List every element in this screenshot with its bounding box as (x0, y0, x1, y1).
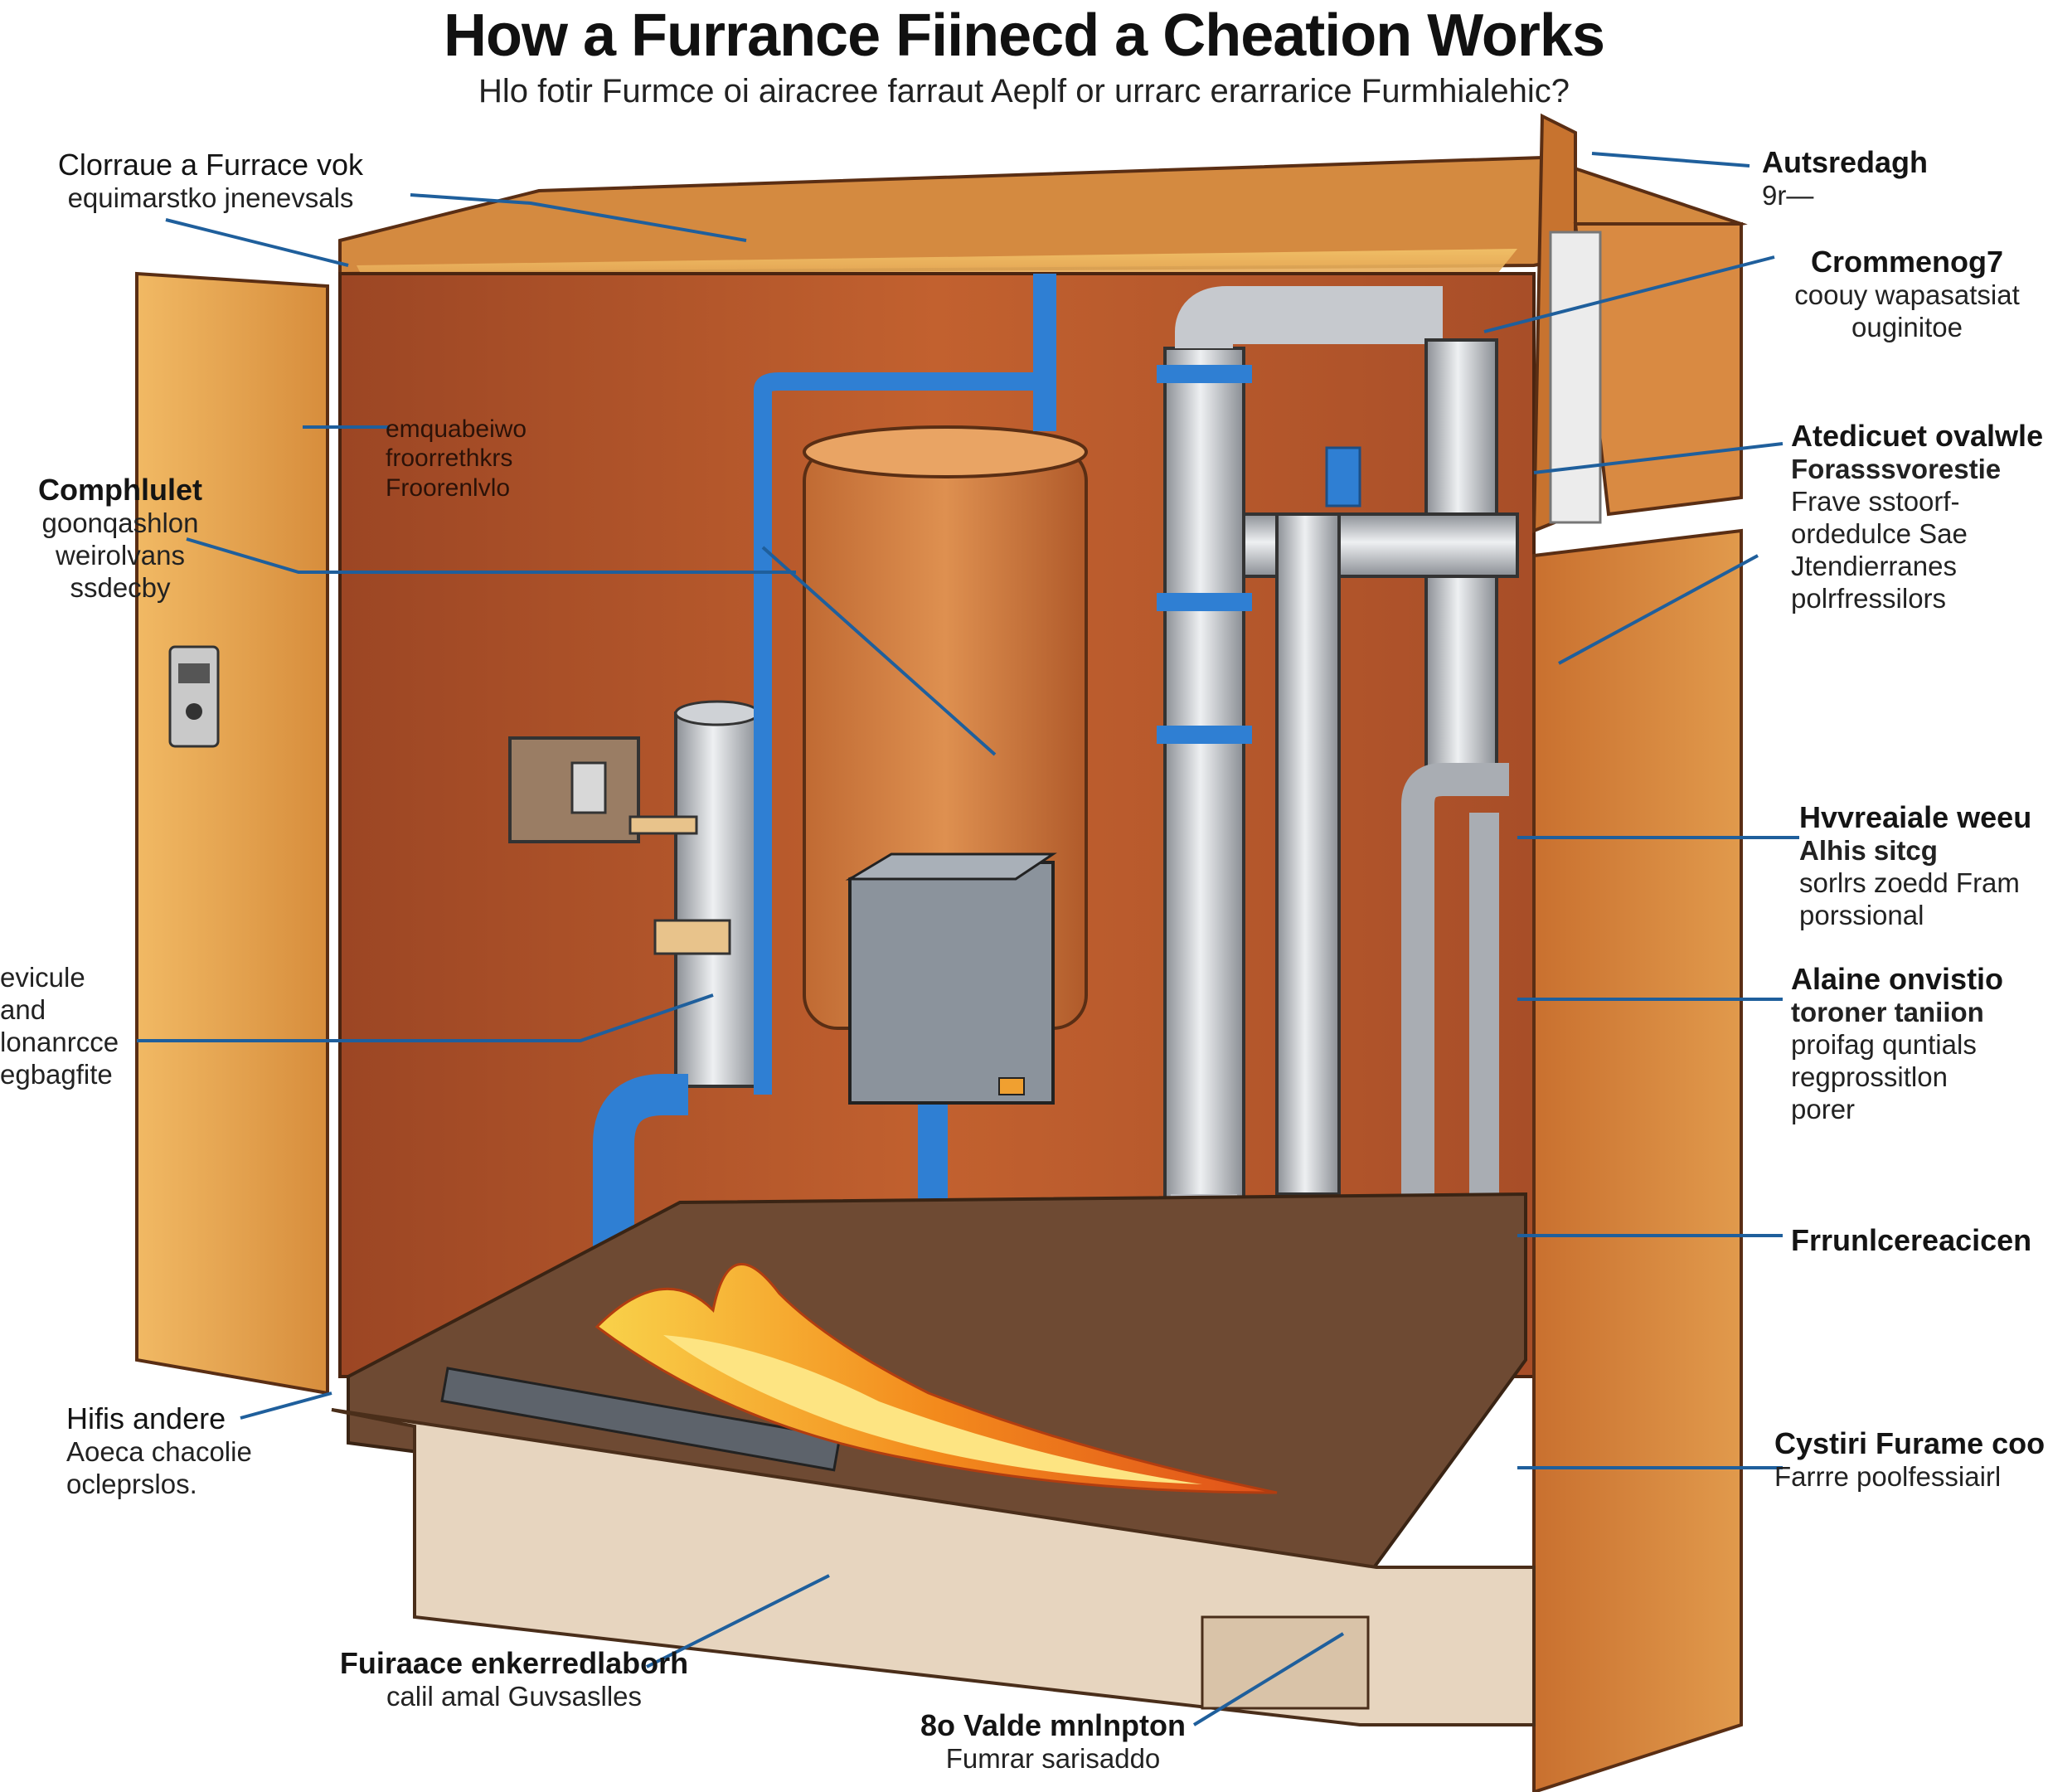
label-bottom-center: Fuiraace enkerredlaborh calil amal Guvsa… (298, 1646, 730, 1713)
label-right-1-head: Crommenog7 (1810, 245, 2004, 279)
leader-lines (137, 152, 1799, 1726)
label-right-2-line-5: polrfressilors (1791, 583, 1947, 614)
flame-inner (663, 1335, 1202, 1484)
label-center-inside-line-2: froorrethkrs (386, 444, 513, 473)
blue-flue-clamp-1 (1157, 365, 1252, 383)
blue-motor-cap (1325, 446, 1361, 507)
label-right-4-line-2: proifag quntials (1791, 1029, 1977, 1061)
label-bottom-valve-head: 8o Valde mnlnpton (920, 1708, 1187, 1742)
label-left-mid-line-2: weirolvans (56, 540, 185, 571)
label-left-lower-line-4: egbagfite (0, 1058, 113, 1090)
label-bottom-left-line-2: ocleprslos. (66, 1469, 197, 1500)
label-right-5-head: Frrunlcereacicen (1791, 1223, 2032, 1257)
label-right-6-line-1: Farrre poolfessiairl (1774, 1461, 2002, 1493)
label-right-3-line-3: porssional (1799, 900, 1924, 931)
label-center-inside-line-3: Froorenlvlo (386, 473, 511, 502)
label-right-2-line-1: Forasssvorestie (1791, 454, 2002, 485)
label-right-4: Alaine onvistio toroner taniion proifag … (1791, 962, 2003, 1126)
label-right-6-head: Cystiri Furame coo (1774, 1426, 2046, 1460)
label-right-4-line-1: toroner taniion (1791, 997, 1984, 1028)
flue-pipe-mid (1275, 512, 1341, 1196)
blue-intake-elbow (593, 1074, 688, 1260)
control-box-top (845, 852, 1057, 881)
thermostat-dial (186, 703, 202, 720)
control-box-icon[interactable] (848, 861, 1055, 1105)
label-bottom-left: Hifis andere Aoeca chacolie ocleprslos. (66, 1401, 252, 1501)
gas-valve-arm (628, 815, 698, 835)
label-right-4-line-4: porer (1791, 1094, 1856, 1125)
tank-top (803, 425, 1088, 478)
label-left-lower-line-2: and (0, 993, 46, 1025)
label-center-inside-line-1: emquabeiwo (386, 415, 527, 443)
label-right-1: Crommenog7 coouy wapasatsiat ouginitoe (1783, 245, 2031, 344)
label-top-right: Autsredagh 9r— (1762, 145, 1928, 212)
thermostat-icon[interactable] (168, 645, 220, 748)
control-box-indicator (998, 1077, 1025, 1095)
label-right-4-line-3: regprossitlon (1791, 1061, 1948, 1093)
label-bottom-center-line-1: calil amal Guvsaslles (386, 1681, 643, 1712)
label-right-2-head: Atedicuet ovalwle (1791, 419, 2044, 453)
return-pipe (1401, 763, 1509, 1236)
label-top-left-line-1: equimarstko jnenevsals (67, 182, 354, 214)
label-right-1-line-2: ouginitoe (1851, 312, 1963, 343)
burner-rail (440, 1367, 842, 1472)
label-right-3-line-1: Alhis sitcg (1799, 835, 1938, 867)
right-door (1532, 528, 1743, 1792)
page-title: How a Furrance Fiinecd a Cheation Works (444, 2, 1605, 69)
label-left-mid-head: Comphlulet (38, 473, 202, 507)
flame-icon (595, 1263, 1278, 1494)
label-bottom-center-head: Fuiraace enkerredlaborh (339, 1646, 689, 1680)
label-left-mid: Comphlulet goonqashlon weirolvans ssdecb… (33, 473, 207, 605)
page-subtitle: Hlo fotir Furmce oi airacree farraut Aep… (478, 73, 1570, 109)
label-right-4-head: Alaine onvistio (1791, 962, 2004, 996)
label-right-3: Hvvreaiale weeu Alhis sitcg sorlrs zoedd… (1799, 800, 2031, 932)
right-light-strip (1549, 231, 1602, 524)
label-right-2-line-2: Frave sstoorf- (1791, 486, 1960, 517)
label-left-lower-line-3: lonanrcce (0, 1026, 119, 1057)
label-top-left: Clorraue a Furrace vok equimarstko jnene… (12, 148, 410, 215)
blue-flue-clamp-2 (1157, 593, 1252, 611)
label-left-lower-line-1: evicule (0, 962, 85, 993)
label-bottom-valve: 8o Valde mnlnpton Fumrar sarisaddo (895, 1708, 1211, 1775)
base-leg (1201, 1615, 1370, 1710)
label-left-mid-line-3: ssdecby (70, 572, 171, 604)
blower-cylinder (674, 711, 760, 1088)
label-left-mid-line-1: goonqashlon (41, 507, 199, 539)
label-top-left-head: Clorraue a Furrace vok (57, 148, 364, 182)
blue-flue-clamp-3 (1157, 726, 1252, 744)
left-door (135, 271, 329, 1396)
flue-pipe-top-run (1175, 286, 1443, 348)
label-top-right-line-1: 9r— (1762, 180, 1814, 211)
gas-valve-arm-2 (653, 919, 731, 955)
label-bottom-valve-line-1: Fumrar sarisaddo (945, 1743, 1161, 1775)
label-right-1-line-1: coouy wapasatsiat (1794, 279, 2020, 311)
label-right-2-line-3: ordedulce Sae (1791, 518, 1968, 550)
label-right-6: Cystiri Furame coo Farrre poolfessiairl (1774, 1426, 2045, 1493)
blower-cylinder-top (674, 700, 760, 726)
label-right-3-line-2: sorlrs zoedd Fram (1799, 867, 2020, 899)
label-bottom-left-head: Hifis andere (66, 1401, 226, 1435)
label-bottom-left-line-1: Aoeca chacolie (66, 1436, 252, 1468)
label-top-right-head: Autsredagh (1762, 145, 1929, 179)
blue-pipe-vertical (754, 372, 1036, 1095)
thermostat-display (178, 663, 210, 683)
label-right-3-head: Hvvreaiale weeu (1799, 800, 2032, 834)
label-right-2: Atedicuet ovalwle Forasssvorestie Frave … (1791, 419, 2043, 615)
label-center-inside: emquabeiwo froorrethkrs Froorenlvlo (386, 415, 527, 503)
flue-pipe-main (1163, 347, 1245, 1229)
label-right-5: Frrunlcereacicen (1791, 1223, 2031, 1258)
label-right-2-line-4: Jtendierranes (1791, 551, 1957, 582)
label-left-lower: evicule and lonanrcce egbagfite (0, 962, 119, 1091)
gas-valve-body (570, 761, 607, 814)
